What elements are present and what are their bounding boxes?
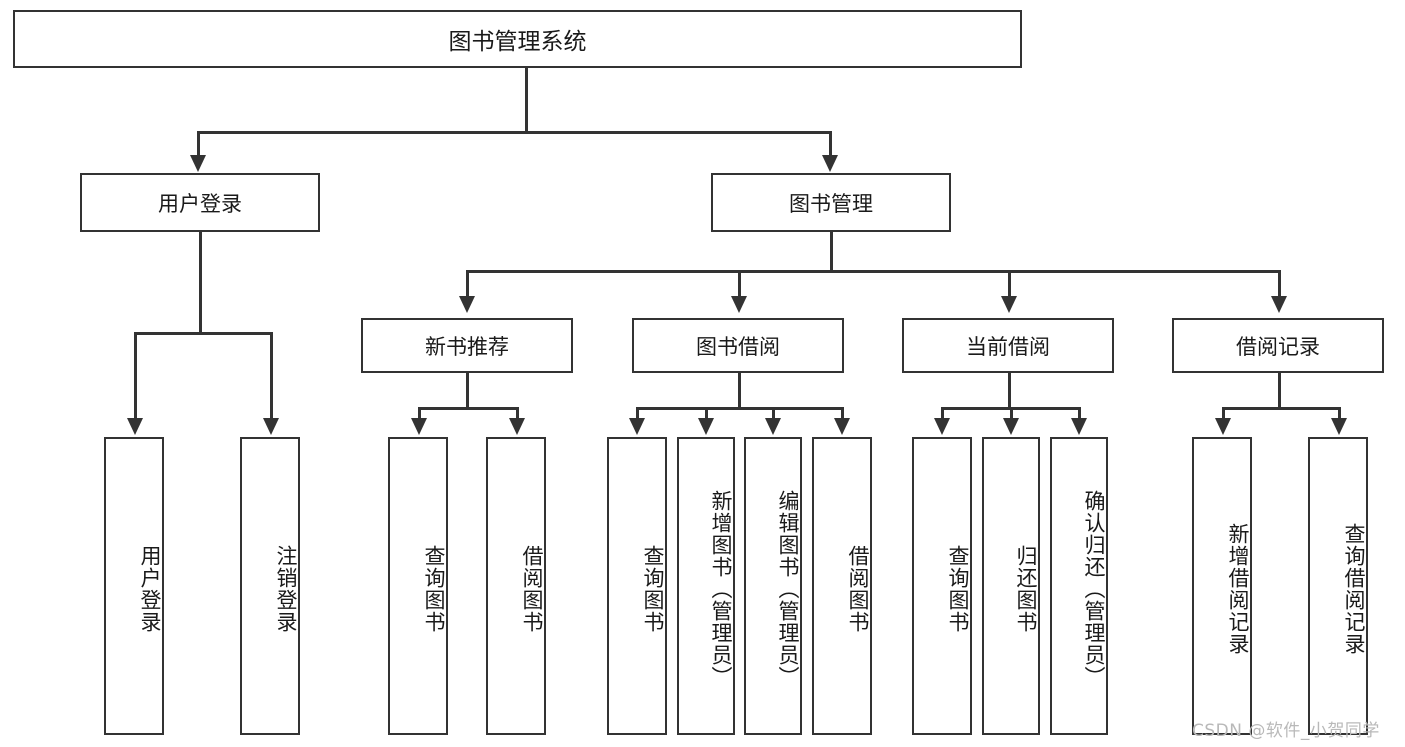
leaf-add-borrow-record[interactable]: 新增借阅记录 [1192, 437, 1252, 735]
edge-borrow-records-to-leaf-1 [1222, 407, 1225, 420]
node-current-borrow[interactable]: 当前借阅 [902, 318, 1114, 373]
edge-book-borrow-to-leaf-1 [636, 407, 639, 420]
arrow-root-to-book-mgmt [822, 155, 838, 172]
arrow-book-mgmt-to-borrow [731, 296, 747, 313]
edge-book-borrow-to-leaf-3 [772, 407, 775, 420]
leaf-borrow-books-borrow[interactable]: 借阅图书 [812, 437, 872, 735]
arrow-new-book-to-leaf-1 [411, 418, 427, 435]
arrow-book-borrow-to-leaf-1 [629, 418, 645, 435]
leaf-label: 注销登录 [274, 545, 298, 633]
edge-book-borrow-to-leaf-4 [841, 407, 844, 420]
edge-book-borrow-stem [738, 373, 741, 409]
node-borrow-records[interactable]: 借阅记录 [1172, 318, 1384, 373]
arrow-new-book-to-leaf-2 [509, 418, 525, 435]
leaf-query-books-borrow[interactable]: 查询图书 [607, 437, 667, 735]
edge-new-book-bar [418, 407, 518, 410]
edge-root-stem [525, 68, 528, 133]
leaf-query-books-newbook[interactable]: 查询图书 [388, 437, 448, 735]
edge-current-borrow-to-leaf-3 [1078, 407, 1081, 420]
leaf-logout[interactable]: 注销登录 [240, 437, 300, 735]
edge-book-mgmt-bar [466, 270, 1280, 273]
node-user-login[interactable]: 用户登录 [80, 173, 320, 232]
edge-book-borrow-to-leaf-2 [705, 407, 708, 420]
edge-new-book-stem [466, 373, 469, 409]
leaf-label: 借阅图书 [846, 545, 870, 633]
arrow-current-borrow-to-leaf-2 [1003, 418, 1019, 435]
edge-book-mgmt-to-borrow [738, 270, 741, 298]
arrow-root-to-user-login [190, 155, 206, 172]
node-book-borrow[interactable]: 图书借阅 [632, 318, 844, 373]
edge-user-login-bar [134, 332, 272, 335]
leaf-label: 编辑图书（管理员） [776, 490, 800, 688]
leaf-label: 新增图书（管理员） [709, 490, 733, 688]
leaf-edit-book-admin[interactable]: 编辑图书（管理员） [744, 437, 802, 735]
arrow-borrow-records-to-leaf-2 [1331, 418, 1347, 435]
arrow-book-mgmt-to-new-book [459, 296, 475, 313]
leaf-borrow-books-newbook[interactable]: 借阅图书 [486, 437, 546, 735]
edge-book-mgmt-to-current [1008, 270, 1011, 298]
edge-borrow-records-stem [1278, 373, 1281, 409]
edge-root-bar [197, 131, 831, 134]
arrow-book-borrow-to-leaf-2 [698, 418, 714, 435]
edge-borrow-records-bar [1222, 407, 1340, 410]
csdn-watermark: CSDN @软件_小贺同学 [1192, 721, 1380, 741]
arrow-book-mgmt-to-current [1001, 296, 1017, 313]
leaf-label: 查询图书 [946, 545, 970, 633]
leaf-label: 借阅图书 [520, 545, 544, 633]
arrow-user-login-to-leaf-1 [127, 418, 143, 435]
leaf-label: 查询图书 [422, 545, 446, 633]
edge-current-borrow-to-leaf-1 [941, 407, 944, 420]
arrow-borrow-records-to-leaf-1 [1215, 418, 1231, 435]
edge-root-to-user-login [197, 131, 200, 157]
leaf-label: 用户登录 [138, 545, 162, 633]
edge-user-login-to-leaf-2 [270, 332, 273, 420]
edge-borrow-records-to-leaf-2 [1338, 407, 1341, 420]
edge-user-login-stem [199, 232, 202, 334]
arrow-current-borrow-to-leaf-3 [1071, 418, 1087, 435]
edge-book-mgmt-stem [830, 232, 833, 272]
node-book-management[interactable]: 图书管理 [711, 173, 951, 232]
leaf-query-borrow-record[interactable]: 查询借阅记录 [1308, 437, 1368, 735]
edge-root-to-book-mgmt [829, 131, 832, 157]
arrow-book-borrow-to-leaf-3 [765, 418, 781, 435]
edge-current-borrow-stem [1008, 373, 1011, 409]
arrow-book-mgmt-to-records [1271, 296, 1287, 313]
leaf-return-books[interactable]: 归还图书 [982, 437, 1040, 735]
leaf-add-book-admin[interactable]: 新增图书（管理员） [677, 437, 735, 735]
leaf-label: 查询借阅记录 [1342, 523, 1366, 655]
leaf-confirm-return-admin[interactable]: 确认归还（管理员） [1050, 437, 1108, 735]
edge-book-borrow-bar [636, 407, 844, 410]
edge-current-borrow-to-leaf-2 [1010, 407, 1013, 420]
leaf-user-login[interactable]: 用户登录 [104, 437, 164, 735]
arrow-user-login-to-leaf-2 [263, 418, 279, 435]
arrow-book-borrow-to-leaf-4 [834, 418, 850, 435]
leaf-label: 确认归还（管理员） [1082, 490, 1106, 688]
leaf-query-books-current[interactable]: 查询图书 [912, 437, 972, 735]
node-new-book-recommend[interactable]: 新书推荐 [361, 318, 573, 373]
edge-new-book-to-leaf-1 [418, 407, 421, 420]
node-root-system[interactable]: 图书管理系统 [13, 10, 1022, 68]
leaf-label: 归还图书 [1014, 545, 1038, 633]
leaf-label: 查询图书 [641, 545, 665, 633]
edge-new-book-to-leaf-2 [516, 407, 519, 420]
edge-book-mgmt-to-new-book [466, 270, 469, 298]
edge-user-login-to-leaf-1 [134, 332, 137, 420]
arrow-current-borrow-to-leaf-1 [934, 418, 950, 435]
edge-book-mgmt-to-records [1278, 270, 1281, 298]
leaf-label: 新增借阅记录 [1226, 523, 1250, 655]
